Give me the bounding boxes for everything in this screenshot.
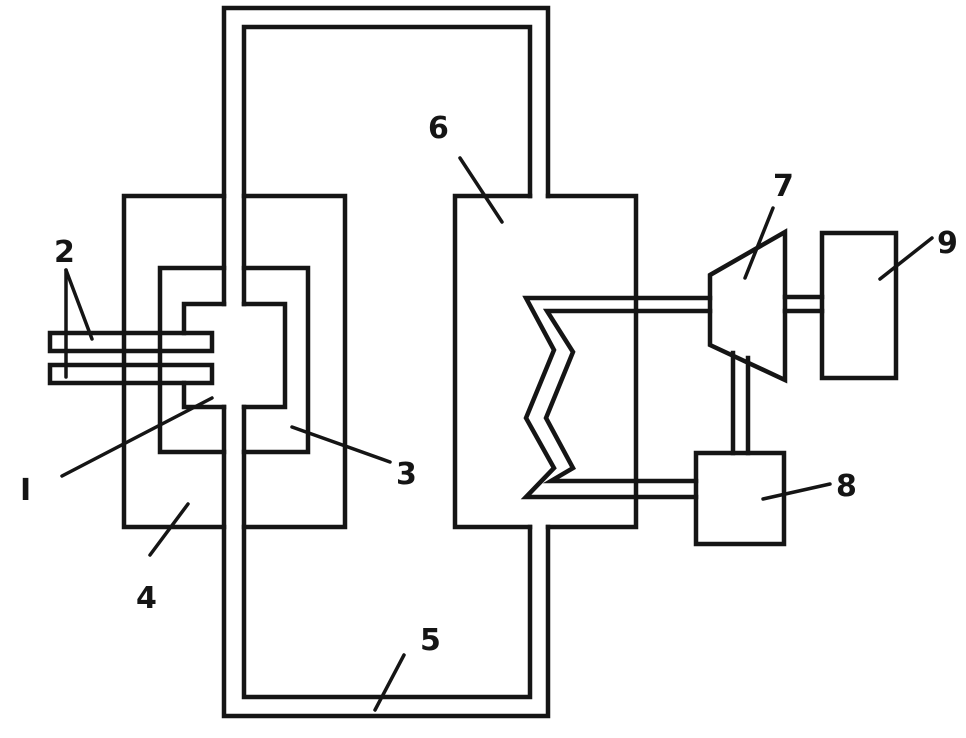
label-9: 9 [937, 226, 958, 261]
label-6: 6 [428, 111, 449, 146]
leader-line-8 [761, 482, 832, 501]
leader-line-1 [60, 396, 214, 478]
label-2: 2 [54, 235, 75, 270]
component-4-outer-shield [121, 193, 348, 530]
component-6-steam-generator [452, 193, 639, 530]
label-1: I [20, 473, 31, 508]
control-rod-upper [47, 330, 215, 354]
label-3: 3 [396, 457, 417, 492]
component-1-core [181, 301, 288, 410]
label-4: 4 [136, 581, 157, 616]
component-8-pump [693, 450, 787, 547]
label-5: 5 [420, 623, 441, 658]
leader-line-4 [148, 502, 190, 557]
secondary-loop-pipe [520, 295, 751, 500]
label-8: 8 [836, 469, 857, 504]
leader-line-2-upper [64, 268, 94, 341]
leader-line-6 [458, 156, 504, 224]
component-7-turbine [707, 228, 788, 384]
component-9-generator [819, 230, 899, 381]
component-2-control-rods [47, 330, 215, 386]
component-5-primary-loop-pipe [221, 5, 551, 719]
leader-line-5 [373, 653, 406, 712]
leader-line-3 [290, 425, 392, 464]
label-7: 7 [773, 169, 794, 204]
control-rod-lower [47, 362, 215, 386]
component-3-middle-vessel [157, 265, 311, 455]
leader-lines [60, 156, 934, 712]
part-labels: I 2 3 4 5 6 7 8 9 [20, 111, 958, 658]
leader-line-9 [878, 236, 934, 281]
leader-line-7 [743, 206, 775, 280]
turbine-generator-shaft [782, 294, 825, 314]
